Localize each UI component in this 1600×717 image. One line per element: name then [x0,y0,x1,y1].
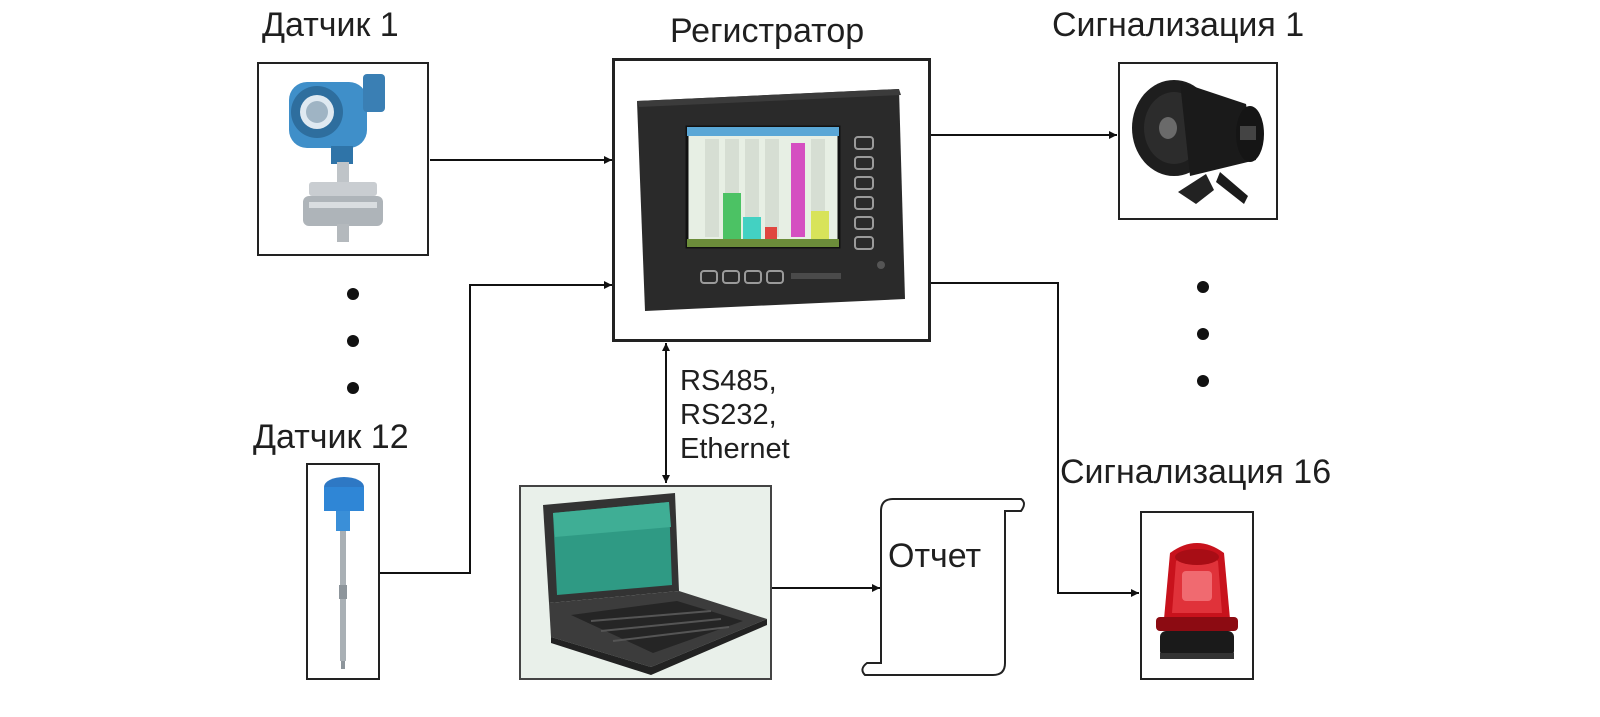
report-scroll-icon [861,498,1025,676]
alarm-16-box [1140,511,1254,680]
sensor-1-box [257,62,429,256]
protocol-line: RS485, [680,365,777,397]
pressure-transmitter-icon [289,74,385,242]
recorder-label: Регистратор [670,12,865,50]
protocol-line: RS232, [680,399,777,431]
link-protocols-label: RS485, RS232, Ethernet [680,364,790,466]
alarm-1-box [1118,62,1278,220]
temperature-probe-icon [324,477,364,669]
ellipsis-dot [347,288,359,300]
sensor-12-box [306,463,380,680]
alarm-1-label: Сигнализация 1 [1052,6,1305,44]
alarm-16-label: Сигнализация 16 [1060,453,1332,491]
sensor-1-label: Датчик 1 [262,6,399,44]
ellipsis-dot [1197,328,1209,340]
report-label: Отчет [888,537,982,575]
recorder-box [612,58,931,342]
beacon-light-icon [1156,543,1238,659]
sensor-12-label: Датчик 12 [253,418,409,456]
arrow-sensor12-to-recorder [380,281,612,574]
protocol-line: Ethernet [680,433,790,465]
laptop-box [519,485,772,680]
arrow-recorder-to-alarm16 [931,282,1139,597]
ellipsis-dot [347,382,359,394]
horn-siren-icon [1132,80,1264,204]
ellipsis-dot [1197,281,1209,293]
ellipsis-dot [1197,375,1209,387]
ellipsis-dot [347,335,359,347]
recorder-device-icon [637,89,905,311]
laptop-icon [543,493,767,675]
